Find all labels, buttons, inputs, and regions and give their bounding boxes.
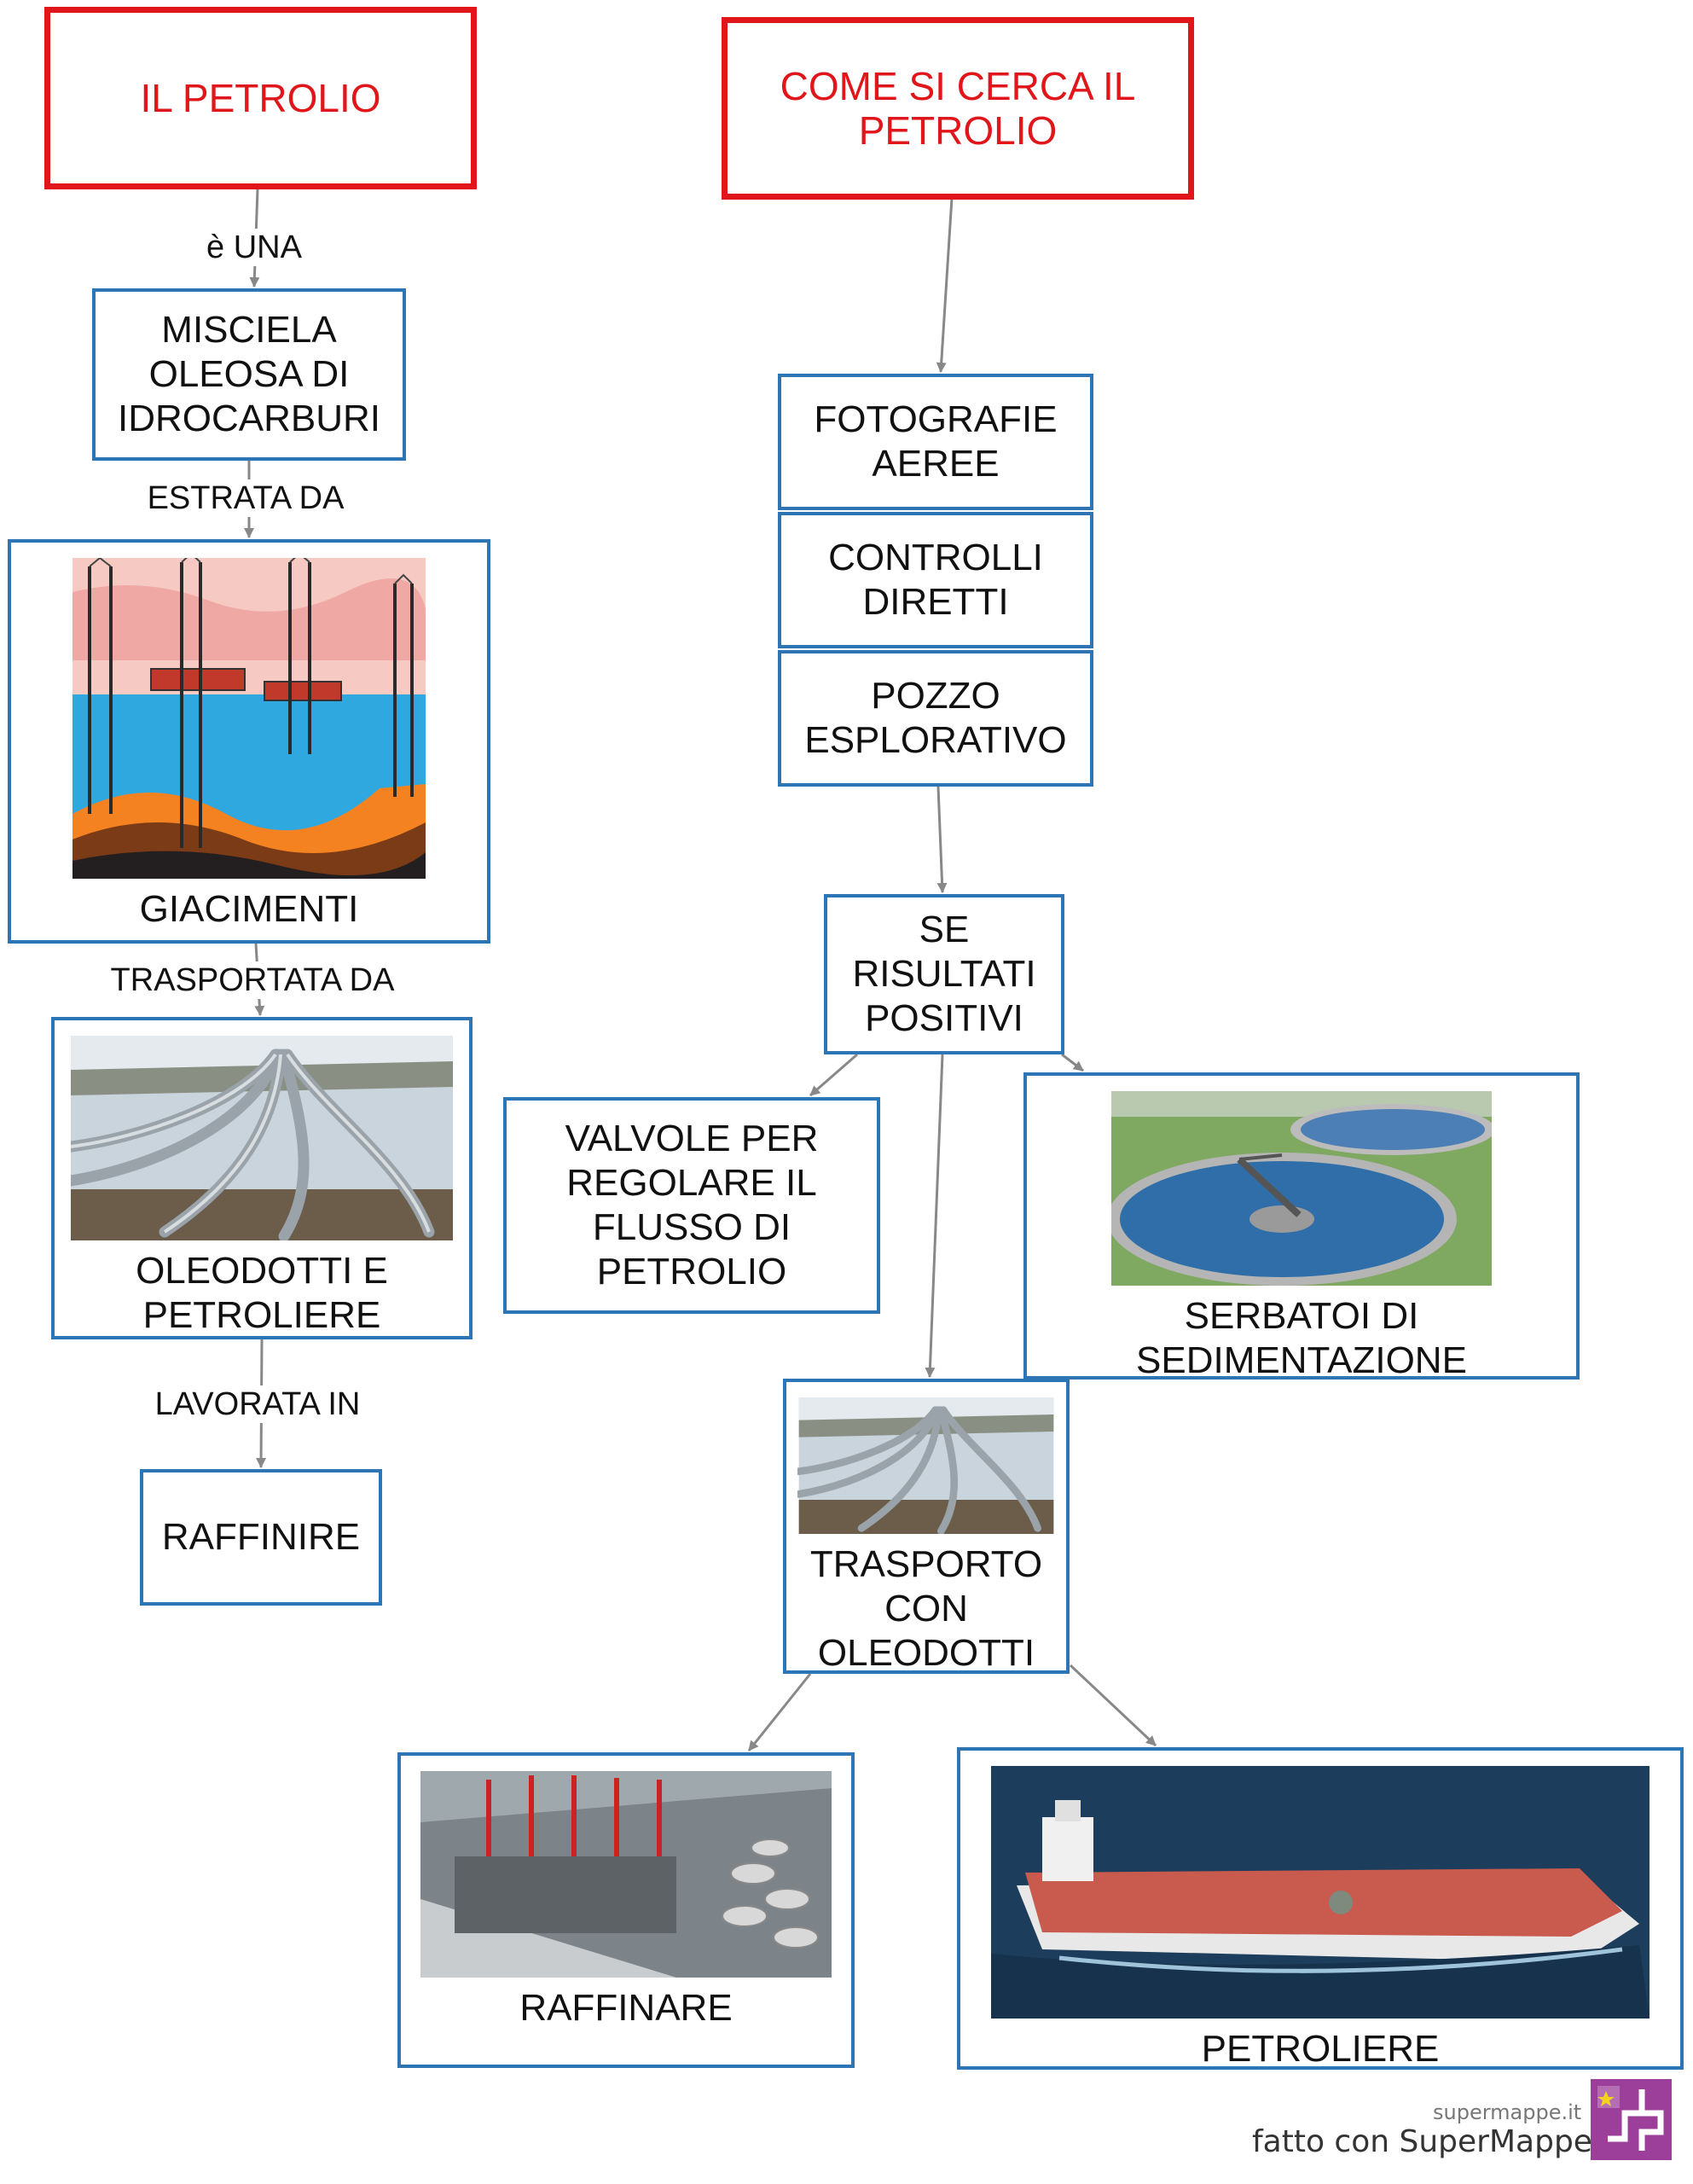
edge-label-lavorata-in: LAVORATA IN <box>151 1385 364 1423</box>
edge-se-trasporto <box>925 1054 944 1378</box>
node-raffinare[interactable]: RAFFINARE <box>397 1752 855 2068</box>
node-valvole[interactable]: VALVOLE PER REGOLARE IL FLUSSO DI PETROL… <box>503 1097 880 1314</box>
edge-trasporto-raffinare <box>747 1673 812 1751</box>
edge-trasporto-petroliere <box>1069 1664 1157 1747</box>
edge-label-trasportata-da: TRASPORTATA DA <box>107 961 398 999</box>
node-label-oleodotti-petroliere: OLEODOTTI E PETROLIERE <box>136 1250 388 1336</box>
node-label-trasporto: TRASPORTO CON OLEODOTTI <box>809 1543 1043 1674</box>
node-trasporto-oleodotti[interactable]: TRASPORTO CON OLEODOTTI <box>783 1379 1070 1674</box>
node-oleodotti-petroliere[interactable]: OLEODOTTI E PETROLIERE <box>51 1017 473 1339</box>
footer-made-with: fatto con SuperMappe <box>1252 2124 1592 2159</box>
edge-come-fotografie <box>936 197 954 373</box>
pipeline-image <box>797 1397 1054 1534</box>
node-label-giacimenti: GIACIMENTI <box>139 888 359 930</box>
pipeline-image <box>71 1036 453 1240</box>
node-come-si-cerca[interactable]: COME SI CERCA IL PETROLIO <box>722 17 1194 200</box>
node-petroliere[interactable]: PETROLIERE <box>957 1747 1684 2070</box>
footer-site-link[interactable]: supermappe.it <box>1433 2100 1582 2124</box>
edge-se-valvole <box>809 1053 858 1097</box>
edge-se-serbatoi <box>1061 1053 1084 1072</box>
node-label-petroliere: PETROLIERE <box>1201 2028 1440 2070</box>
refinery-image <box>420 1771 832 1978</box>
node-il-petrolio[interactable]: IL PETROLIO <box>44 7 477 189</box>
node-raffinire[interactable]: RAFFINIRE <box>140 1469 382 1606</box>
edge-pozzo-se <box>936 786 948 893</box>
node-label-serbatoi: SERBATOI DI SEDIMENTAZIONE <box>1136 1295 1467 1381</box>
supermappe-logo-icon <box>1591 2079 1672 2160</box>
node-serbatoi[interactable]: SERBATOI DI SEDIMENTAZIONE <box>1023 1072 1580 1381</box>
node-controlli-diretti[interactable]: CONTROLLI DIRETTI <box>778 512 1093 648</box>
node-pozzo-esplorativo[interactable]: POZZO ESPLORATIVO <box>778 650 1093 787</box>
node-giacimenti[interactable]: GIACIMENTI <box>8 539 490 944</box>
node-se-risultati-positivi[interactable]: SE RISULTATI POSITIVI <box>824 894 1064 1054</box>
edge-label-estrata-da: ESTRATA DA <box>143 479 348 517</box>
node-label-raffinare: RAFFINARE <box>519 1987 733 2029</box>
edge-label-e-una: è UNA <box>203 229 305 266</box>
node-miscela-oleosa[interactable]: MISCIELA OLEOSA DI IDROCARBURI <box>92 288 406 461</box>
oil-tanker-image <box>991 1766 1650 2018</box>
node-fotografie-aeree[interactable]: FOTOGRAFIE AEREE <box>778 374 1093 510</box>
oil-platform-image <box>72 558 426 879</box>
sedimentation-tank-image <box>1111 1091 1492 1286</box>
